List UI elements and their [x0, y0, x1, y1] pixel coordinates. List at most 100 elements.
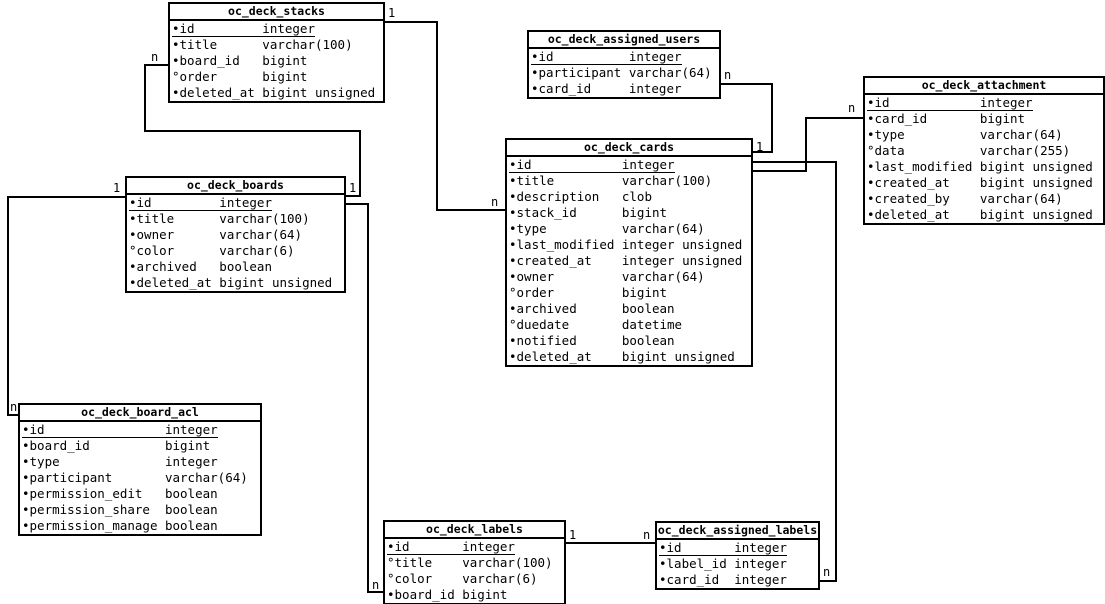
field-type: varchar(255) [979, 143, 1071, 158]
field-name: •title [509, 173, 622, 189]
field-type: varchar(100) [462, 555, 553, 570]
field-name-text: participant [538, 65, 622, 80]
field-type: bigint [164, 438, 211, 453]
relationship-line-boards-board-acl [7, 196, 125, 416]
field-name: •permission_manage [22, 518, 165, 534]
notnull-bullet-icon: • [531, 49, 539, 64]
field-name-text: deleted_at [179, 85, 255, 100]
field-type: bigint [462, 587, 508, 602]
field-name: °color [387, 571, 462, 587]
field-name: °order [509, 285, 622, 301]
field-name-text: owner [516, 269, 555, 284]
cardinality-label: n [372, 578, 379, 592]
field-name-text: label_id [666, 556, 727, 571]
table-title: oc_deck_board_acl [20, 405, 260, 422]
field-name-text: id [136, 195, 152, 210]
field-name-text: board_id [179, 53, 240, 68]
cardinality-label: n [151, 50, 158, 64]
table-title: oc_deck_boards [127, 178, 344, 195]
field-type: varchar(64) [621, 269, 705, 284]
field-name: •owner [129, 227, 219, 243]
table-title: oc_deck_labels [385, 522, 564, 539]
cardinality-label: 1 [756, 140, 763, 154]
field-name-text: data [874, 143, 905, 158]
notnull-bullet-icon: • [509, 189, 517, 204]
cardinality-label: n [643, 528, 650, 542]
notnull-bullet-icon: • [509, 237, 517, 252]
field-name: •card_id [867, 111, 980, 127]
field-name-text: created_by [874, 191, 950, 206]
field-name: •created_by [867, 191, 980, 207]
field-name: •id [509, 157, 622, 173]
nullable-bullet-icon: ° [172, 69, 180, 84]
notnull-bullet-icon: • [22, 454, 30, 469]
field-name-text: deleted_at [516, 349, 592, 364]
field-type: integer [164, 454, 218, 469]
relationship-line-attachment-cards [753, 117, 863, 172]
field-name: •permission_edit [22, 486, 165, 502]
field-name-text: archived [136, 259, 197, 274]
notnull-bullet-icon: • [659, 572, 667, 587]
notnull-bullet-icon: • [509, 173, 517, 188]
cardinality-label: 1 [349, 181, 356, 195]
table-title: oc_deck_attachment [865, 78, 1103, 95]
notnull-bullet-icon: • [867, 175, 875, 190]
field-name: •title [129, 211, 219, 227]
field-type: integer unsigned [621, 237, 743, 252]
field-type: integer [734, 556, 787, 571]
notnull-bullet-icon: • [129, 195, 137, 210]
field-name: •permission_share [22, 502, 165, 518]
notnull-bullet-icon: • [531, 81, 539, 96]
field-name-text: id [516, 157, 532, 172]
field-name: °order [172, 69, 262, 85]
relationship-line-assigned-users-cards [721, 83, 773, 153]
notnull-bullet-icon: • [509, 301, 517, 316]
field-type: bigint unsigned [979, 175, 1093, 190]
field-name-text: title [394, 555, 433, 570]
field-name-text: permission_share [29, 502, 150, 517]
field-name: •description [509, 189, 622, 205]
field-type: bigint unsigned [621, 349, 735, 364]
nullable-bullet-icon: ° [387, 571, 395, 586]
field-type: integer [628, 81, 682, 96]
field-type: bigint [262, 53, 308, 68]
field-type: integer [734, 572, 787, 587]
field-type: boolean [621, 301, 675, 316]
notnull-bullet-icon: • [22, 422, 30, 437]
field-name: •card_id [659, 572, 734, 588]
field-name: •title [172, 37, 262, 53]
field-name: °color [129, 243, 219, 259]
field-name: •board_id [387, 587, 462, 603]
field-name-text: last_modified [516, 237, 615, 252]
field-name-text: id [666, 540, 682, 555]
field-type: integer [164, 422, 218, 438]
field-name-text: participant [29, 470, 113, 485]
field-name-text: id [179, 21, 195, 36]
notnull-bullet-icon: • [129, 275, 137, 290]
field-name: •id [531, 49, 629, 65]
field-name-text: last_modified [874, 159, 973, 174]
notnull-bullet-icon: • [22, 502, 30, 517]
field-name-text: board_id [394, 587, 455, 602]
field-name-text: stack_id [516, 205, 577, 220]
field-type: bigint [262, 69, 308, 84]
notnull-bullet-icon: • [509, 333, 517, 348]
